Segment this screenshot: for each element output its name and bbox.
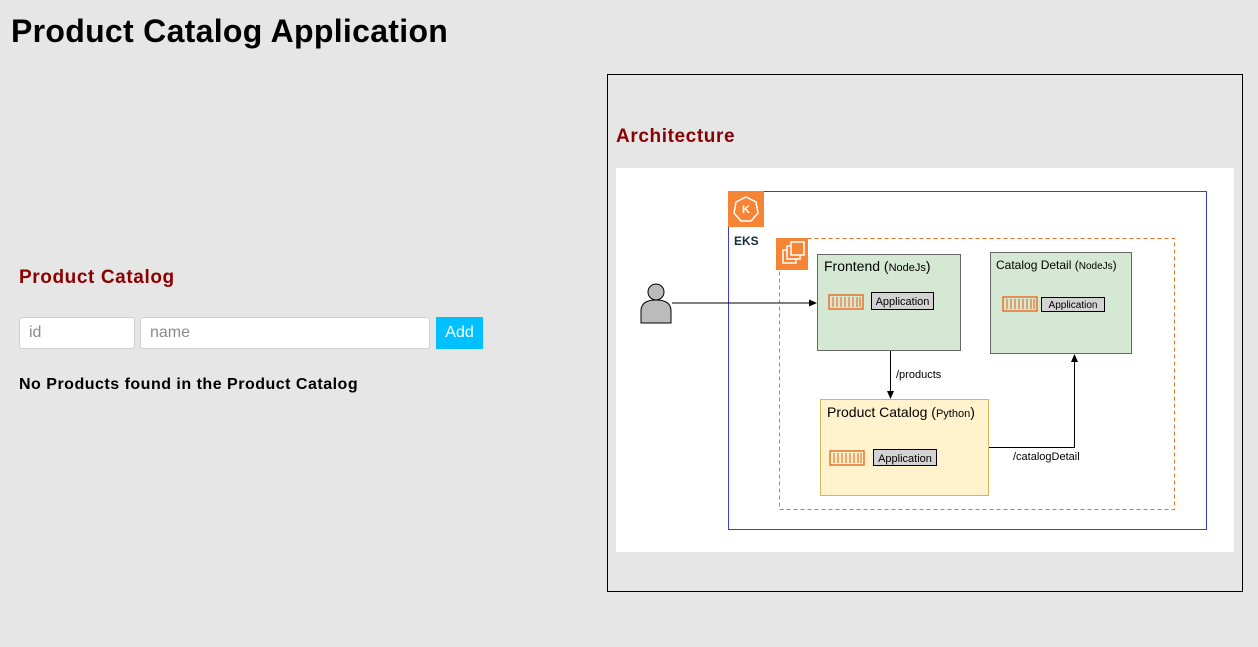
catalog-detail-runtime: NodeJs (1079, 261, 1113, 272)
kubernetes-k-icon: K (728, 191, 764, 227)
eks-cluster-boundary (728, 191, 1207, 530)
edge-label-catalog-detail: /catalogDetail (1013, 451, 1080, 463)
empty-catalog-message: No Products found in the Product Catalog (19, 376, 359, 393)
product-catalog-heading: Product Catalog (19, 267, 175, 288)
page-title: Product Catalog Application (11, 13, 449, 49)
id-input[interactable] (19, 317, 135, 349)
svg-text:Frontend (NodeJs): Frontend (NodeJs) (824, 258, 931, 274)
svg-text:K: K (742, 204, 750, 216)
frontend-title: Frontend (824, 258, 880, 274)
architecture-heading: Architecture (616, 126, 736, 147)
product-catalog-title: Product Catalog (827, 404, 927, 420)
frontend-service: Frontend (NodeJs) Application (817, 254, 961, 351)
name-input[interactable] (140, 317, 430, 349)
catalog-detail-app-label: Application (1049, 300, 1098, 311)
frontend-app-label: Application (876, 296, 930, 308)
edge-label-products: /products (896, 369, 942, 381)
product-catalog-app-label: Application (878, 453, 932, 465)
product-catalog-service: Product Catalog (Python) Application (820, 399, 989, 496)
eks-label: EKS (734, 234, 759, 248)
ec2-instances-icon (776, 238, 808, 270)
catalog-to-detail-edge (989, 354, 1078, 448)
frontend-runtime: NodeJs (889, 262, 927, 274)
catalog-detail-title: Catalog Detail (996, 258, 1071, 272)
catalog-detail-service: Catalog Detail (NodeJs) Application (990, 252, 1132, 354)
user-icon (640, 283, 672, 324)
svg-text:Catalog Detail (NodeJs): Catalog Detail (NodeJs) (996, 258, 1117, 272)
architecture-diagram: K EKS Frontend (NodeJs) Application (616, 168, 1234, 552)
node-group-boundary (779, 238, 1175, 510)
product-catalog-runtime: Python (936, 408, 970, 420)
architecture-panel (607, 74, 1243, 592)
add-button[interactable]: Add (436, 317, 483, 349)
svg-text:Product Catalog (Python): Product Catalog (Python) (827, 404, 975, 420)
